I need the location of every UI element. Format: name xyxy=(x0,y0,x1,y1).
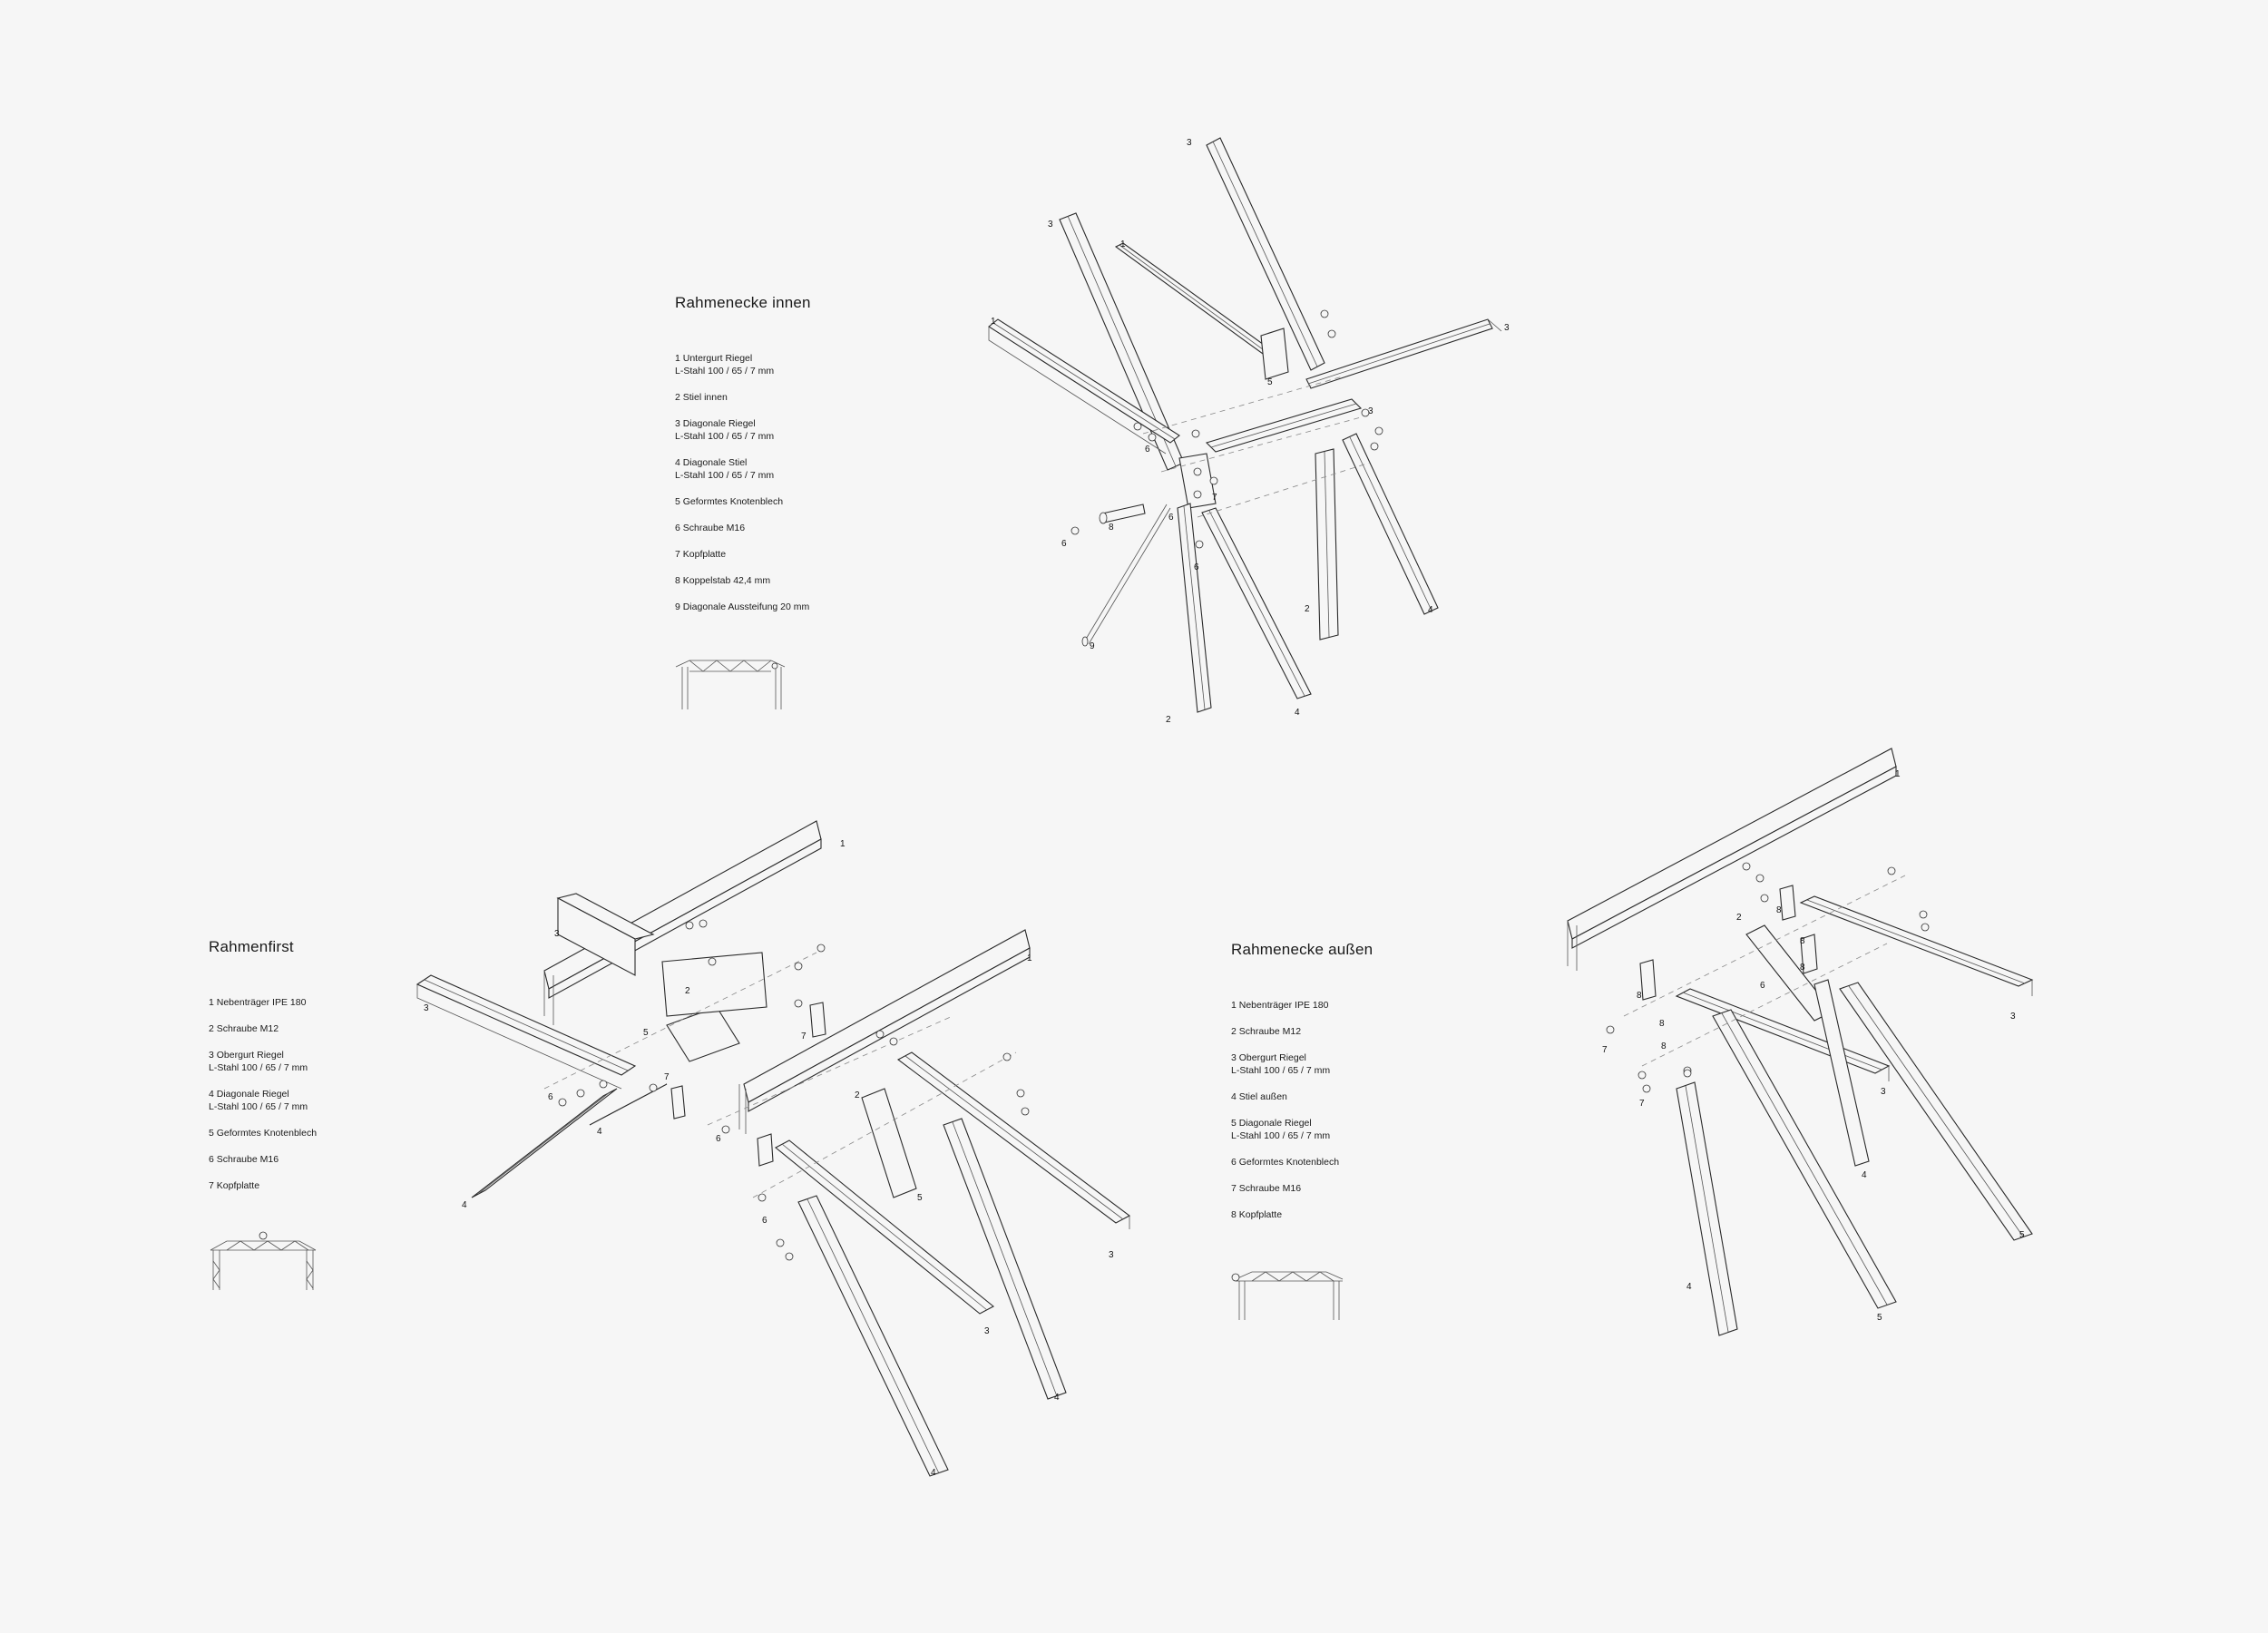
callout-label: 6 xyxy=(1168,513,1174,523)
list-item: 9 Diagonale Aussteifung 20 mm xyxy=(675,601,810,612)
callout-label: 3 xyxy=(1187,138,1192,148)
list-item: 5 Geformtes Knotenblech xyxy=(675,496,784,507)
callout-label: 7 xyxy=(1212,493,1217,503)
callout-label: 6 xyxy=(548,1092,553,1102)
callout-label: 3 xyxy=(984,1326,990,1336)
callout-label: 6 xyxy=(1145,445,1150,455)
callout-label: 3 xyxy=(1048,220,1053,230)
list-item: 1 Nebenträger IPE 180 xyxy=(209,997,307,1008)
callout-label: 5 xyxy=(1267,377,1273,387)
list-item: 1 Untergurt Riegel L-Stahl 100 / 65 / 7 … xyxy=(675,353,775,376)
callout-label: 4 xyxy=(1862,1170,1867,1180)
section-title-outer: Rahmenecke außen xyxy=(1231,941,1374,958)
list-item: 6 Schraube M16 xyxy=(675,523,746,533)
callout-label: 4 xyxy=(931,1468,936,1478)
list-item: 3 Obergurt Riegel L-Stahl 100 / 65 / 7 m… xyxy=(1231,1052,1331,1076)
callout-label: 2 xyxy=(1166,715,1171,725)
callout-label: 6 xyxy=(716,1134,721,1144)
callout-label: 1 xyxy=(991,317,996,327)
callout-label: 1 xyxy=(1895,769,1901,779)
callout-label: 8 xyxy=(1800,936,1805,946)
callout-label: 6 xyxy=(762,1216,767,1226)
list-item: 7 Kopfplatte xyxy=(209,1180,260,1191)
callout-label: 7 xyxy=(664,1072,670,1082)
callout-label: 8 xyxy=(1109,523,1114,533)
parts-list-outer: 1 Nebenträger IPE 180 2 Schraube M12 3 O… xyxy=(1231,999,1373,1221)
callout-label: 7 xyxy=(1639,1099,1645,1109)
callout-label: 4 xyxy=(1428,605,1433,615)
callout-label: 4 xyxy=(1054,1393,1060,1403)
callout-label: 4 xyxy=(1295,708,1300,718)
callout-label: 3 xyxy=(1881,1087,1886,1097)
list-item: 6 Geformtes Knotenblech xyxy=(1231,1157,1340,1168)
callout-label: 1 xyxy=(1120,240,1126,249)
legend-rahmenfirst: Rahmenfirst 1 Nebenträger IPE 180 2 Schr… xyxy=(209,938,317,1206)
list-item: 8 Koppelstab 42,4 mm xyxy=(675,575,771,586)
callout-label: 1 xyxy=(840,839,846,849)
callout-label: 3 xyxy=(554,929,560,939)
callout-label: 1 xyxy=(1027,953,1032,963)
legend-rahmenecke-innen: Rahmenecke innen 1 Untergurt Riegel L-St… xyxy=(675,294,811,627)
key-plan-outer-icon xyxy=(1231,1271,1344,1320)
key-plan-inner-icon xyxy=(675,660,786,709)
list-item: 3 Diagonale Riegel L-Stahl 100 / 65 / 7 … xyxy=(675,418,775,442)
parts-list-first: 1 Nebenträger IPE 180 2 Schraube M12 3 O… xyxy=(209,996,317,1192)
callout-label: 4 xyxy=(462,1200,467,1210)
callout-label: 4 xyxy=(1686,1282,1692,1292)
list-item: 8 Kopfplatte xyxy=(1231,1209,1283,1220)
callout-label: 3 xyxy=(1368,406,1374,416)
callout-label: 5 xyxy=(1877,1313,1882,1323)
list-item: 6 Schraube M16 xyxy=(209,1154,279,1165)
section-title-inner: Rahmenecke innen xyxy=(675,294,811,311)
callout-label: 8 xyxy=(1659,1019,1665,1029)
callout-label: 2 xyxy=(685,986,690,996)
list-item: 2 Schraube M12 xyxy=(1231,1026,1302,1037)
section-title-first: Rahmenfirst xyxy=(209,938,294,955)
key-plan-first-icon xyxy=(210,1231,317,1290)
callout-label: 7 xyxy=(1602,1045,1608,1055)
callout-label: 6 xyxy=(1760,981,1765,991)
list-item: 4 Stiel außen xyxy=(1231,1091,1287,1102)
callout-label: 6 xyxy=(1061,539,1067,549)
parts-list-inner: 1 Untergurt Riegel L-Stahl 100 / 65 / 7 … xyxy=(675,352,811,613)
list-item: 7 Kopfplatte xyxy=(675,549,727,560)
list-item: 5 Diagonale Riegel L-Stahl 100 / 65 / 7 … xyxy=(1231,1118,1331,1141)
callout-label: 3 xyxy=(424,1003,429,1013)
drawing-rahmenfirst: 1 3 3 2 5 6 7 4 4 7 6 1 2 5 6 3 3 4 4 xyxy=(415,820,1131,1478)
list-item: 1 Nebenträger IPE 180 xyxy=(1231,1000,1329,1011)
callout-label: 5 xyxy=(917,1193,923,1203)
list-item: 5 Geformtes Knotenblech xyxy=(209,1128,318,1139)
list-item: 2 Stiel innen xyxy=(675,392,728,403)
callout-label: 5 xyxy=(643,1028,649,1038)
callout-label: 7 xyxy=(801,1032,807,1041)
callout-label: 8 xyxy=(1800,963,1805,973)
callout-label: 8 xyxy=(1661,1041,1667,1051)
drawing-rahmenecke-aussen: 1 2 8 8 8 6 8 8 8 7 7 3 3 4 4 5 5 xyxy=(1567,748,2034,1336)
callout-label: 2 xyxy=(1305,604,1310,614)
callout-label: 2 xyxy=(855,1090,860,1100)
callout-label: 3 xyxy=(2010,1012,2016,1022)
list-item: 4 Diagonale Stiel L-Stahl 100 / 65 / 7 m… xyxy=(675,457,775,481)
list-item: 4 Diagonale Riegel L-Stahl 100 / 65 / 7 … xyxy=(209,1089,308,1112)
callout-label: 8 xyxy=(1637,991,1642,1001)
legend-rahmenecke-aussen: Rahmenecke außen 1 Nebenträger IPE 180 2… xyxy=(1231,941,1373,1235)
list-item: 3 Obergurt Riegel L-Stahl 100 / 65 / 7 m… xyxy=(209,1050,308,1073)
callout-label: 4 xyxy=(597,1127,602,1137)
list-item: 7 Schraube M16 xyxy=(1231,1183,1302,1194)
callout-label: 6 xyxy=(1194,562,1199,572)
callout-label: 2 xyxy=(1736,913,1742,923)
callout-label: 3 xyxy=(1504,323,1510,333)
callout-label: 8 xyxy=(1776,905,1782,915)
callout-label: 3 xyxy=(1109,1250,1114,1260)
callout-label: 5 xyxy=(2019,1230,2025,1240)
callout-label: 9 xyxy=(1090,641,1095,651)
list-item: 2 Schraube M12 xyxy=(209,1023,279,1034)
drawing-rahmenecke-innen: 3 3 1 1 3 5 3 6 6 8 7 6 6 9 2 4 2 4 xyxy=(988,137,1510,725)
